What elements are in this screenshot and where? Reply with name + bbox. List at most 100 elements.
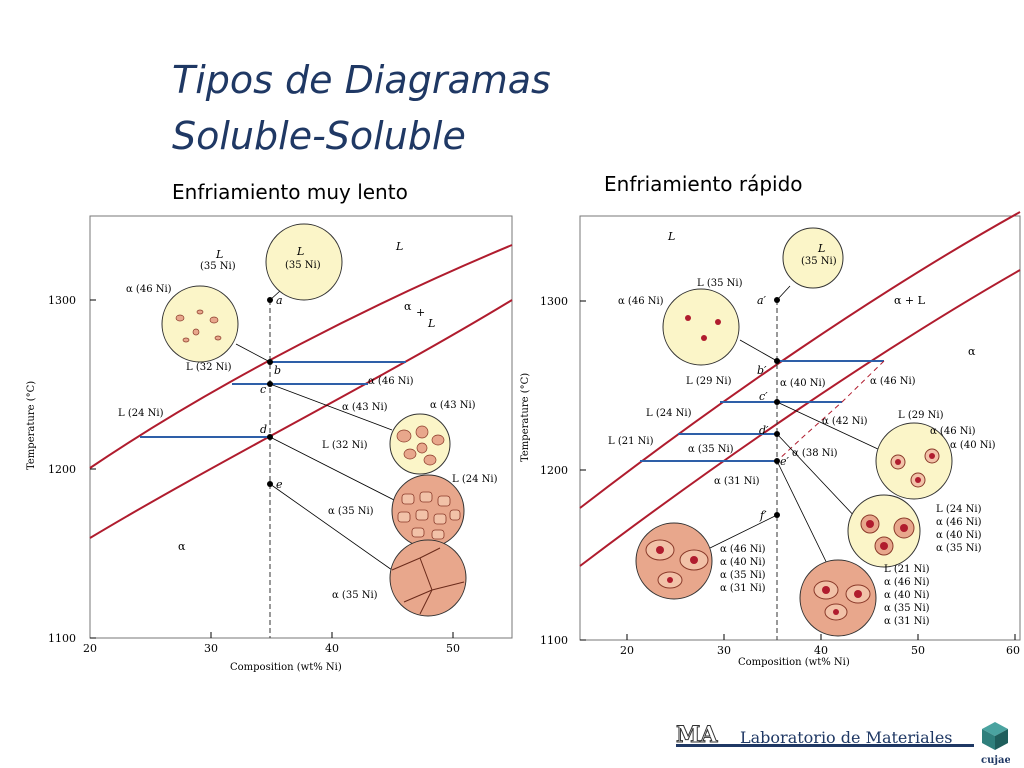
right-xtick-40: 40: [814, 644, 828, 657]
svg-text:α (46 Ni): α (46 Ni): [884, 577, 930, 588]
svg-text:α (31 Ni): α (31 Ni): [720, 583, 766, 594]
left-xtick-30: 30: [204, 642, 218, 655]
svg-text:L (29 Ni): L (29 Ni): [686, 376, 732, 387]
svg-text:L (21 Ni): L (21 Ni): [608, 436, 654, 447]
svg-text:L (24 Ni): L (24 Ni): [936, 504, 982, 515]
point-c: c: [260, 383, 266, 396]
svg-text:α (46 Ni): α (46 Ni): [618, 296, 664, 307]
svg-text:α (40 Ni): α (40 Ni): [884, 590, 930, 601]
left-region-L: L: [395, 240, 403, 253]
svg-text:α (43 Ni): α (43 Ni): [342, 402, 388, 413]
point-b-prime: b′: [757, 364, 767, 377]
svg-text:L (29 Ni): L (29 Ni): [898, 410, 944, 421]
right-xlabel: Composition (wt% Ni): [738, 657, 850, 668]
left-region-L-2: L: [427, 317, 435, 330]
right-xtick-50: 50: [911, 644, 925, 657]
right-grain-d: [847, 494, 921, 568]
svg-text:α (31 Ni): α (31 Ni): [714, 476, 760, 487]
svg-text:α (40 Ni): α (40 Ni): [950, 440, 996, 451]
svg-text:MA: MA: [676, 722, 718, 746]
svg-text:α (35 Ni): α (35 Ni): [332, 590, 378, 601]
svg-text:α (46 Ni): α (46 Ni): [930, 426, 976, 437]
right-ytick-1200: 1200: [540, 464, 568, 477]
right-region-alpha-L: α + L: [894, 294, 926, 307]
point-c-prime: c′: [759, 390, 768, 403]
right-grain-e: [799, 559, 877, 637]
point-d-prime: d′: [759, 424, 769, 437]
svg-text:L (35 Ni): L (35 Ni): [697, 278, 743, 289]
left-region-solid: α: [178, 540, 186, 553]
svg-text:(35 Ni): (35 Ni): [801, 256, 837, 267]
point-f-prime: f′: [759, 509, 767, 522]
svg-text:α (46 Ni): α (46 Ni): [126, 284, 172, 295]
point-e: e: [276, 478, 283, 491]
title-line-2: Soluble-Soluble: [172, 114, 466, 158]
left-ytick-1200: 1200: [48, 463, 76, 476]
right-region-alpha: α: [968, 345, 976, 358]
svg-text:α (43 Ni): α (43 Ni): [430, 400, 476, 411]
right-ylabel: Temperature (°C): [520, 373, 531, 462]
svg-text:L (32 Ni): L (32 Ni): [322, 440, 368, 451]
svg-text:(35 Ni): (35 Ni): [285, 260, 321, 271]
svg-text:L (24 Ni): L (24 Ni): [452, 474, 498, 485]
cujae-logo-icon: cujae: [981, 722, 1010, 766]
point-e-prime: e′: [780, 455, 790, 468]
svg-text:α (46 Ni): α (46 Ni): [720, 544, 766, 555]
left-solidus-curve: [89, 299, 513, 539]
left-ylabel: Temperature (°C): [26, 381, 37, 470]
svg-text:α (35 Ni): α (35 Ni): [720, 570, 766, 581]
right-liquidus-curve: [579, 211, 1021, 509]
svg-text:α (35 Ni): α (35 Ni): [328, 506, 374, 517]
svg-text:α (38 Ni): α (38 Ni): [792, 448, 838, 459]
left-ytick-1300: 1300: [48, 294, 76, 307]
svg-text:α (40 Ni): α (40 Ni): [780, 378, 826, 389]
svg-text:L: L: [215, 248, 223, 261]
right-grain-liquid: [782, 227, 844, 289]
right-region-L: L: [667, 230, 675, 243]
svg-text:cujae: cujae: [981, 755, 1010, 766]
right-xtick-20: 20: [620, 644, 634, 657]
svg-text:L (21 Ni): L (21 Ni): [884, 564, 930, 575]
svg-text:α (46 Ni): α (46 Ni): [368, 376, 414, 387]
footer-divider: [676, 744, 974, 747]
right-grain-c: [875, 422, 953, 500]
svg-text:α (46 Ni): α (46 Ni): [870, 376, 916, 387]
left-grain-b: [161, 285, 239, 363]
left-xtick-20: 20: [83, 642, 97, 655]
svg-text:L: L: [817, 242, 825, 255]
svg-text:α (40 Ni): α (40 Ni): [720, 557, 766, 568]
svg-text:L (24 Ni): L (24 Ni): [646, 408, 692, 419]
svg-text:α (40 Ni): α (40 Ni): [936, 530, 982, 541]
svg-text:α (35 Ni): α (35 Ni): [884, 603, 930, 614]
left-xlabel: Composition (wt% Ni): [230, 662, 342, 673]
right-grain-b: [662, 288, 740, 366]
svg-text:α (42 Ni): α (42 Ni): [822, 416, 868, 427]
right-ytick-1300: 1300: [540, 295, 568, 308]
svg-text:(35 Ni): (35 Ni): [200, 261, 236, 272]
svg-text:L (24 Ni): L (24 Ni): [118, 408, 164, 419]
svg-text:α (31 Ni): α (31 Ni): [884, 616, 930, 627]
right-xtick-60: 60: [1006, 644, 1020, 657]
subtitle-slow-cooling: Enfriamiento muy lento: [172, 180, 408, 204]
lab-logo-icon: MA: [676, 722, 719, 746]
left-region-alpha: α: [404, 300, 412, 313]
left-ytick-1100: 1100: [48, 632, 76, 645]
svg-text:L (32 Ni): L (32 Ni): [186, 362, 232, 373]
left-liquidus-curve: [89, 244, 513, 469]
svg-text:α (35 Ni): α (35 Ni): [688, 444, 734, 455]
right-ytick-1100: 1100: [540, 634, 568, 647]
left-diagram: 1300 1200 1100 20 30 40 50 Composition (…: [26, 215, 513, 673]
svg-text:α (35 Ni): α (35 Ni): [936, 543, 982, 554]
left-grain-liquid: [265, 223, 343, 301]
left-xtick-40: 40: [325, 642, 339, 655]
title-line-1: Tipos de Diagramas: [172, 58, 551, 102]
subtitle-fast-cooling: Enfriamiento rápido: [604, 172, 803, 196]
point-a: a: [276, 294, 283, 307]
right-solidus-curve: [579, 269, 1021, 567]
left-xtick-50: 50: [446, 642, 460, 655]
point-a-prime: a′: [757, 294, 767, 307]
left-region-plus: +: [416, 306, 425, 319]
svg-text:L: L: [296, 245, 304, 258]
point-b: b: [274, 364, 281, 377]
